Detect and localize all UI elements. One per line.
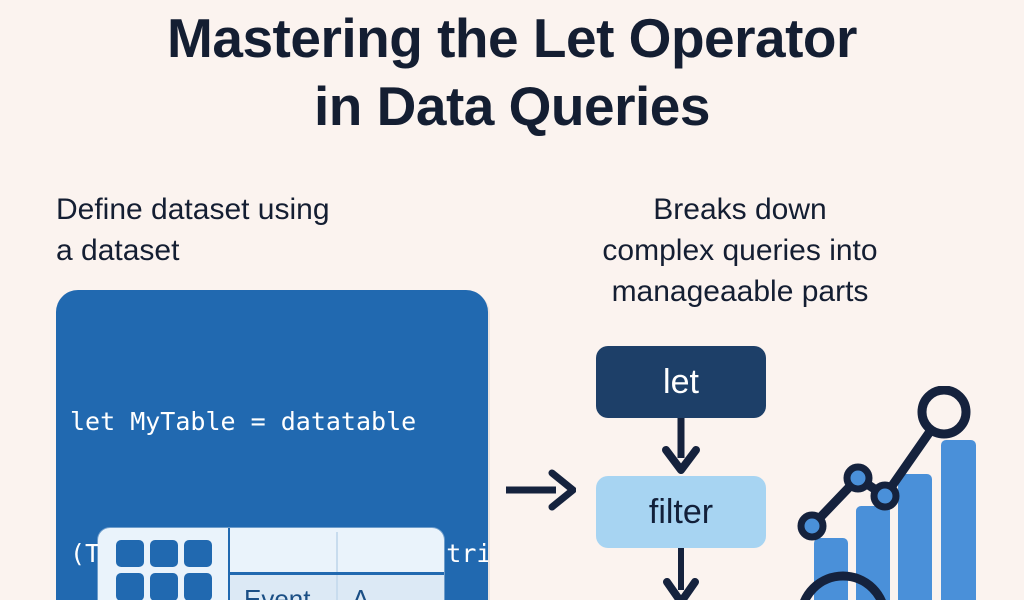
grid-cell <box>184 540 212 568</box>
left-caption-line-1: Define dataset using <box>56 193 330 226</box>
code-line: let MyTable = datatable <box>70 407 417 436</box>
flow-step-filter-label: filter <box>648 492 714 531</box>
flow-arrow-down-icon-1 <box>662 418 700 474</box>
grid-cell <box>150 573 178 600</box>
table-preview-card: Event A <box>98 528 444 600</box>
page-title: Mastering the Let Operator in Data Queri… <box>0 4 1024 140</box>
code-panel: let MyTable = datatable (Time: datetime,… <box>56 290 488 600</box>
grid-cell <box>150 540 178 568</box>
flow-chart: let filter <box>596 346 766 600</box>
chart-point <box>870 481 900 511</box>
mini-table: Event A <box>228 528 444 600</box>
right-arrow-icon <box>506 469 576 511</box>
table-grid-icon <box>116 540 212 600</box>
grid-cell <box>116 573 144 600</box>
flow-arrow-down-icon-2 <box>663 548 699 600</box>
right-section-caption: Breaks down complex queries into managea… <box>530 189 950 312</box>
chart-bar <box>941 440 976 600</box>
flow-step-let[interactable]: let <box>596 346 766 418</box>
left-caption-line-2: a dataset <box>56 234 180 267</box>
right-caption-line-1: Breaks down <box>653 193 827 226</box>
mini-table-cell: A <box>352 584 370 600</box>
grid-icon-wrap <box>98 528 228 600</box>
mini-table-cell: Event <box>230 575 338 600</box>
mini-table-header-cell <box>338 532 444 572</box>
right-caption-line-2: complex queries into <box>602 234 878 267</box>
page-title-line-2: in Data Queries <box>314 75 710 137</box>
right-caption-line-3: manageaable parts <box>611 275 869 308</box>
chart-trend-line <box>807 415 943 531</box>
bar-line-chart-icon <box>797 386 976 600</box>
mini-table-header-row <box>230 532 444 575</box>
chart-point <box>797 511 827 541</box>
flow-step-let-label: let <box>663 362 699 401</box>
flow-step-filter[interactable]: filter <box>596 476 766 548</box>
grid-cell <box>184 573 212 600</box>
page-title-line-1: Mastering the Let Operator <box>167 7 857 69</box>
magnifier-icon <box>800 571 886 600</box>
chart-point <box>843 463 873 493</box>
chart-bar <box>856 506 890 600</box>
left-section-caption: Define dataset using a dataset <box>56 189 486 271</box>
grid-cell <box>116 540 144 568</box>
mini-table-row: Event A <box>230 575 444 600</box>
chart-bar <box>814 538 848 600</box>
mini-table-header-cell <box>230 532 338 572</box>
chart-bar <box>898 474 932 600</box>
chart-end-marker <box>917 386 971 439</box>
